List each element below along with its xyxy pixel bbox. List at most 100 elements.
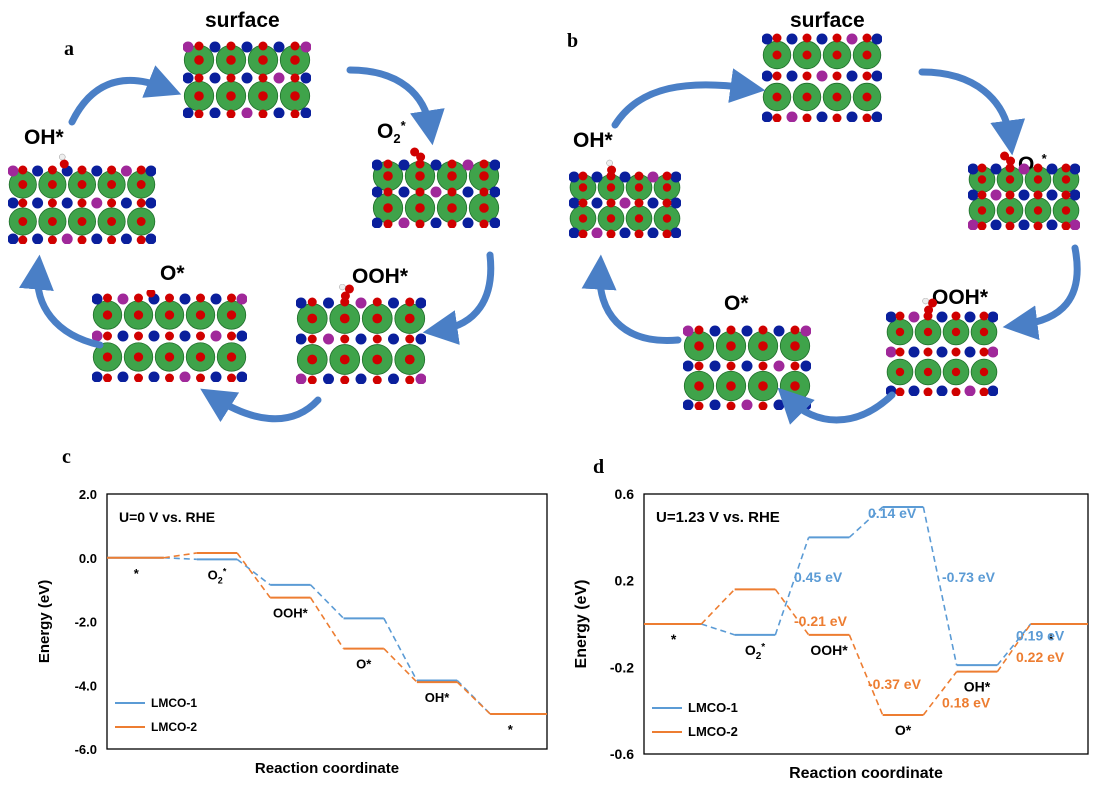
adsorbate-hydrogen <box>606 159 613 167</box>
oxygen-atom <box>307 297 317 307</box>
oxygen-atom <box>136 180 146 189</box>
oxygen-atom <box>18 198 28 208</box>
oxygen-atom <box>194 55 204 65</box>
label-b-ooh: OOH* <box>932 286 989 309</box>
oxygen-atom <box>694 361 704 371</box>
cobalt-atom <box>968 163 979 175</box>
manganese-atom <box>210 330 222 342</box>
category-label: * <box>134 566 140 581</box>
adsorbate-oxygen <box>340 291 350 301</box>
oxygen-atom <box>133 310 144 320</box>
adsorbate-oxygen <box>928 298 938 308</box>
oxygen-atom <box>383 219 393 228</box>
cobalt-atom <box>1018 189 1030 201</box>
cobalt-atom <box>117 330 129 342</box>
oxygen-atom <box>979 311 989 321</box>
oxygen-atom <box>862 33 872 43</box>
energy-annotation: 0.18 eV <box>942 694 991 710</box>
oxygen-atom <box>862 71 872 81</box>
label-a-o2-sub: 2 <box>393 131 401 147</box>
oxygen-atom <box>832 33 842 43</box>
oxygen-atom <box>977 175 987 184</box>
oxygen-atom <box>372 334 382 344</box>
cobalt-atom <box>773 325 785 337</box>
oxygen-atom <box>694 325 704 335</box>
oxygen-atom <box>383 159 393 169</box>
adsorbate-oxygen <box>416 152 426 162</box>
manganese-atom <box>300 41 311 53</box>
oxygen-atom <box>1033 163 1043 173</box>
oxygen-atom <box>634 214 644 223</box>
arrow-b-5 <box>581 254 682 344</box>
oxygen-atom <box>802 92 812 102</box>
oxygen-atom <box>758 361 768 371</box>
oxygen-atom <box>339 354 350 365</box>
cobalt-atom <box>1069 189 1080 201</box>
cobalt-atom <box>91 165 103 177</box>
oxygen-atom <box>290 41 300 51</box>
manganese-atom <box>647 171 659 183</box>
oxygen-atom <box>895 327 905 337</box>
oxygen-atom <box>951 311 961 321</box>
cobalt-atom <box>323 297 334 309</box>
cobalt-atom <box>273 41 285 53</box>
panel-letter-b: b <box>567 30 579 52</box>
chart-title: U=1.23 V vs. RHE <box>656 509 780 526</box>
cobalt-atom <box>670 227 681 238</box>
cobalt-atom <box>355 373 367 384</box>
oxygen-atom <box>977 221 987 230</box>
category-label: * <box>508 722 514 737</box>
cobalt-atom <box>683 360 694 372</box>
y-tick-label: -4.0 <box>75 678 97 693</box>
label-b-surface: surface <box>790 9 865 32</box>
transition-line <box>848 506 884 538</box>
cobalt-atom <box>786 70 798 82</box>
crystal-a-surface <box>183 41 311 118</box>
oxygen-atom <box>694 381 704 391</box>
cobalt-atom <box>670 171 681 183</box>
manganese-atom <box>886 346 897 358</box>
cobalt-atom <box>647 197 659 209</box>
oxygen-atom <box>758 341 768 351</box>
oxygen-atom <box>339 313 350 324</box>
plot-frame <box>643 493 1089 755</box>
energy-annotation: -0.73 eV <box>942 569 996 585</box>
cobalt-atom <box>908 385 920 396</box>
oxygen-atom <box>415 203 425 213</box>
manganese-atom <box>183 41 194 53</box>
cobalt-atom <box>120 233 132 244</box>
oxygen-atom <box>77 165 87 175</box>
manganese-atom <box>61 233 73 244</box>
oxygen-atom <box>226 91 236 101</box>
manganese-atom <box>415 373 426 384</box>
oxygen-atom <box>447 219 457 228</box>
oxygen-atom <box>165 293 174 303</box>
oxygen-atom <box>662 171 672 181</box>
oxygen-atom <box>372 375 382 384</box>
oxygen-atom <box>772 50 782 60</box>
manganese-atom <box>91 197 103 209</box>
manganese-atom <box>241 107 253 118</box>
cobalt-atom <box>32 165 44 177</box>
cobalt-atom <box>92 293 103 305</box>
oxygen-atom <box>1033 190 1043 200</box>
energy-annotation: 0.19 eV <box>1016 628 1065 644</box>
oxygen-atom <box>578 214 588 223</box>
cobalt-atom <box>709 399 721 410</box>
transition-line <box>383 617 418 681</box>
manganese-atom <box>908 311 920 323</box>
panel-letter-c: c <box>62 446 71 468</box>
oxygen-atom <box>340 375 350 384</box>
cobalt-atom <box>120 197 132 209</box>
oxygen-atom <box>758 325 768 335</box>
oxygen-atom <box>103 293 112 303</box>
oxygen-atom <box>103 373 112 382</box>
oxygen-atom <box>415 159 425 169</box>
oxygen-atom <box>1005 163 1015 173</box>
oxygen-atom <box>18 180 28 189</box>
oxygen-atom <box>662 229 672 238</box>
cobalt-atom <box>871 111 882 122</box>
oxygen-atom <box>307 334 317 344</box>
oxygen-atom <box>923 387 933 396</box>
